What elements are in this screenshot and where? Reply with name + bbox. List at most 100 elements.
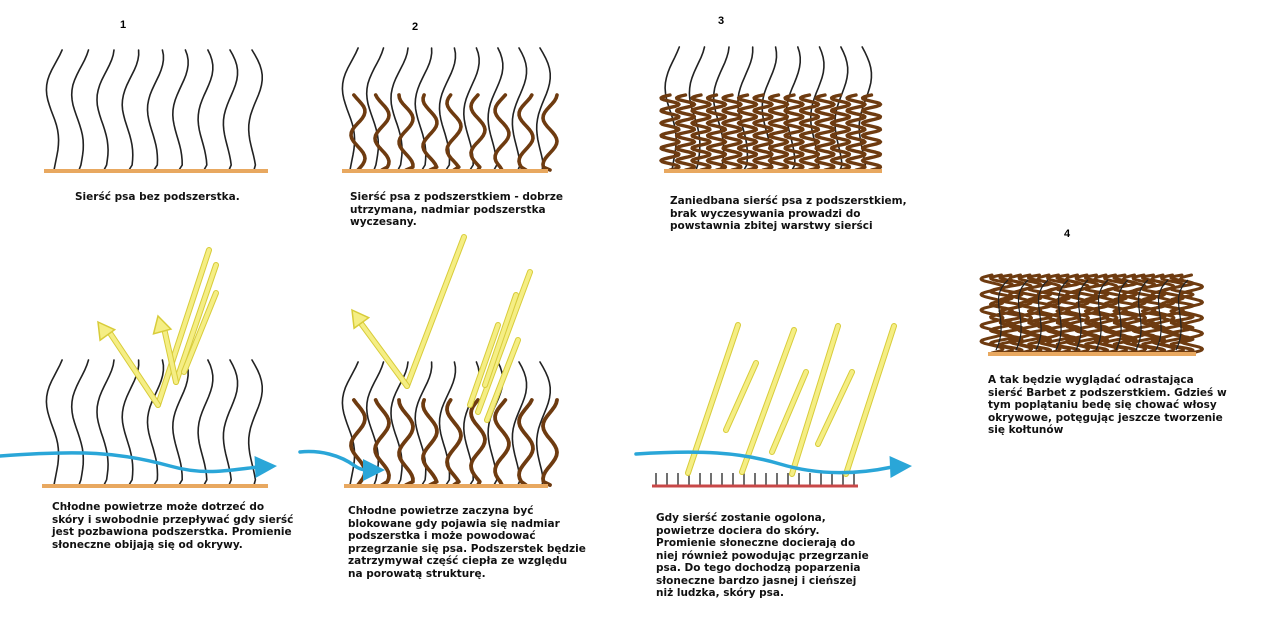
guard-hairs	[341, 47, 551, 171]
undercoat-hair	[541, 93, 559, 172]
matted-coil	[783, 93, 805, 172]
scene-2-caption: Chłodne powietrze zaczyna być blokowane …	[348, 505, 586, 580]
scene-1-illustration	[0, 247, 277, 488]
matted-coil	[1169, 273, 1195, 355]
guard-hair	[146, 49, 165, 171]
sun-ray	[476, 270, 532, 414]
sun-ray-arrowhead	[351, 308, 371, 330]
sun-ray	[844, 324, 896, 476]
tangled-guard-hair	[1035, 279, 1049, 351]
sun-ray	[106, 328, 160, 407]
matted-coil	[705, 93, 728, 172]
guard-hair	[171, 359, 189, 486]
undercoat-hair	[373, 93, 391, 172]
undercoat-hair	[493, 398, 511, 487]
sun-ray	[770, 370, 808, 454]
guard-hair	[121, 49, 140, 171]
sun-ray	[468, 323, 500, 407]
guard-hair	[414, 361, 433, 486]
tangled-coat	[979, 273, 1204, 355]
sun-ray	[724, 361, 758, 432]
sun-ray	[485, 338, 520, 422]
scene-2-illustration	[298, 234, 559, 488]
sun-ray	[405, 235, 466, 388]
undercoat-hair	[397, 93, 415, 172]
panel-4-illustration	[979, 273, 1204, 356]
matted-coil	[767, 93, 790, 172]
tangled-guard-hair	[1175, 279, 1189, 351]
airflow-arrowhead	[363, 459, 385, 481]
guard-hair	[511, 361, 528, 486]
guard-hair	[70, 359, 90, 486]
airflow-arrow	[298, 449, 385, 481]
sun-ray-arrowhead	[152, 314, 173, 335]
panel-2-number: 2	[412, 21, 419, 33]
matted-coil	[674, 93, 697, 172]
matted-coil	[1084, 273, 1109, 355]
sun-ray	[174, 263, 218, 384]
panel-2-caption: Sierść psa z podszerstkiem - dobrze utrz…	[350, 191, 564, 228]
undercoat-hair	[517, 93, 535, 172]
matted-coil	[814, 93, 836, 172]
guard-hair	[365, 47, 385, 171]
tangled-guard-hair	[1075, 279, 1089, 351]
scene-1-caption: Chłodne powietrze może dotrzeć do skóry …	[52, 501, 294, 551]
undercoat-hair	[469, 398, 487, 487]
sun-ray	[182, 291, 218, 374]
tangled-guard-hair	[1095, 279, 1109, 351]
sun-ray	[162, 326, 178, 384]
matted-undercoat	[659, 93, 883, 172]
matted-coil	[845, 93, 867, 172]
guard-hair	[511, 47, 528, 171]
matted-coil	[736, 93, 759, 172]
matted-coil	[1141, 273, 1166, 355]
panel-2-illustration	[341, 47, 559, 173]
matted-coil	[1055, 273, 1081, 355]
undercoat-hairs	[349, 93, 559, 172]
guard-hair	[197, 49, 214, 171]
guard-hair	[341, 47, 359, 171]
tangled-guard-hair	[1055, 279, 1069, 351]
tangled-guard-hair	[1115, 279, 1129, 351]
guard-hair	[247, 49, 263, 171]
guard-hair	[96, 359, 115, 486]
undercoat-hair	[373, 398, 391, 487]
guard-hair	[222, 359, 239, 486]
tangled-guard-hair	[1015, 279, 1029, 351]
matted-coil	[1112, 273, 1138, 355]
guard-hair	[247, 359, 263, 486]
panel-4-caption: A tak będzie wyglądać odrastająca sierść…	[988, 374, 1227, 436]
undercoat-hair	[517, 398, 535, 487]
guard-hair	[96, 49, 115, 171]
sun-rays	[685, 322, 897, 477]
undercoat-hair	[421, 93, 439, 172]
guard-hair	[70, 49, 90, 171]
sun-ray	[358, 320, 409, 388]
matted-coil	[721, 93, 743, 172]
panel-1-illustration	[44, 49, 268, 173]
panel-3-illustration	[659, 46, 883, 173]
matted-coil	[860, 93, 883, 172]
sun-ray	[740, 328, 796, 474]
matted-coil	[798, 93, 821, 172]
guard-hairs	[45, 49, 263, 171]
guard-hair	[146, 359, 165, 486]
undercoat-hair	[445, 93, 463, 172]
panel-3-caption: Zaniedbana sierść psa z podszerstkiem, b…	[670, 195, 907, 232]
guard-hair	[222, 49, 239, 171]
sun-ray	[156, 248, 211, 407]
panel-4-number: 4	[1064, 228, 1071, 240]
matted-coil	[1179, 273, 1204, 355]
airflow-arrowhead	[254, 456, 277, 478]
undercoat-hair	[541, 398, 559, 487]
sun-ray	[686, 323, 740, 475]
undercoat-hair	[397, 398, 415, 487]
airflow-arrowhead	[889, 456, 912, 478]
sun-rays	[351, 234, 533, 423]
shaved-stubble	[655, 473, 855, 485]
guard-hair	[171, 49, 189, 171]
guard-hair	[487, 47, 504, 171]
undercoat-hairs	[349, 398, 559, 487]
sun-ray	[483, 293, 518, 387]
panel-3-number: 3	[718, 15, 725, 27]
